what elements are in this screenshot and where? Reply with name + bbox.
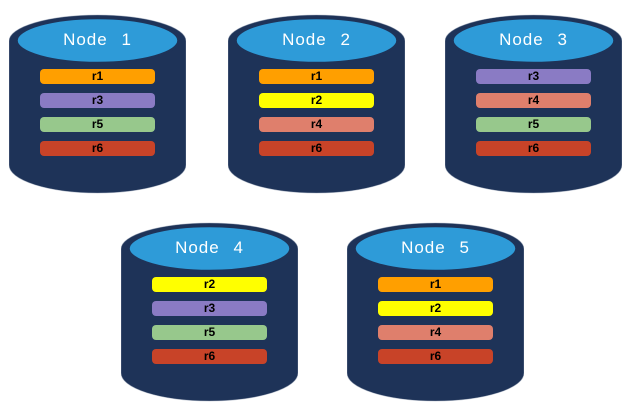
replica-bar-stack: r1 r2 r4 r6 (378, 277, 493, 373)
node-title: Node 2 (282, 30, 351, 49)
replica-bar-stack: r2 r3 r5 r6 (152, 277, 267, 373)
replica-bar-stack: r1 r3 r5 r6 (40, 69, 155, 165)
replica-bar: r6 (152, 349, 267, 364)
node-5: Node 5 r1 r2 r4 r6 (347, 216, 524, 406)
replica-bar: r1 (40, 69, 155, 84)
replica-bar: r3 (476, 69, 591, 84)
node-title: Node 5 (401, 238, 470, 257)
replica-bar: r6 (378, 349, 493, 364)
replica-bar: r5 (40, 117, 155, 132)
replica-bar: r6 (259, 141, 374, 156)
replica-bar: r6 (476, 141, 591, 156)
node-2: Node 2 r1 r2 r4 r6 (228, 8, 405, 198)
replica-bar: r5 (152, 325, 267, 340)
replica-bar: r4 (259, 117, 374, 132)
replica-bar: r3 (152, 301, 267, 316)
node-4: Node 4 r2 r3 r5 r6 (121, 216, 298, 406)
replica-bar: r4 (378, 325, 493, 340)
replica-bar: r3 (40, 93, 155, 108)
replica-bar: r4 (476, 93, 591, 108)
node-title: Node 1 (63, 30, 132, 49)
replica-bar-stack: r3 r4 r5 r6 (476, 69, 591, 165)
replica-bar: r2 (259, 93, 374, 108)
replica-bar: r2 (152, 277, 267, 292)
node-title: Node 4 (175, 238, 244, 257)
replica-bar: r2 (378, 301, 493, 316)
replica-bar: r1 (378, 277, 493, 292)
replica-bar: r1 (259, 69, 374, 84)
node-title: Node 3 (499, 30, 568, 49)
replica-bar-stack: r1 r2 r4 r6 (259, 69, 374, 165)
node-1: Node 1 r1 r3 r5 r6 (9, 8, 186, 198)
replica-bar: r6 (40, 141, 155, 156)
replica-bar: r5 (476, 117, 591, 132)
node-3: Node 3 r3 r4 r5 r6 (445, 8, 622, 198)
